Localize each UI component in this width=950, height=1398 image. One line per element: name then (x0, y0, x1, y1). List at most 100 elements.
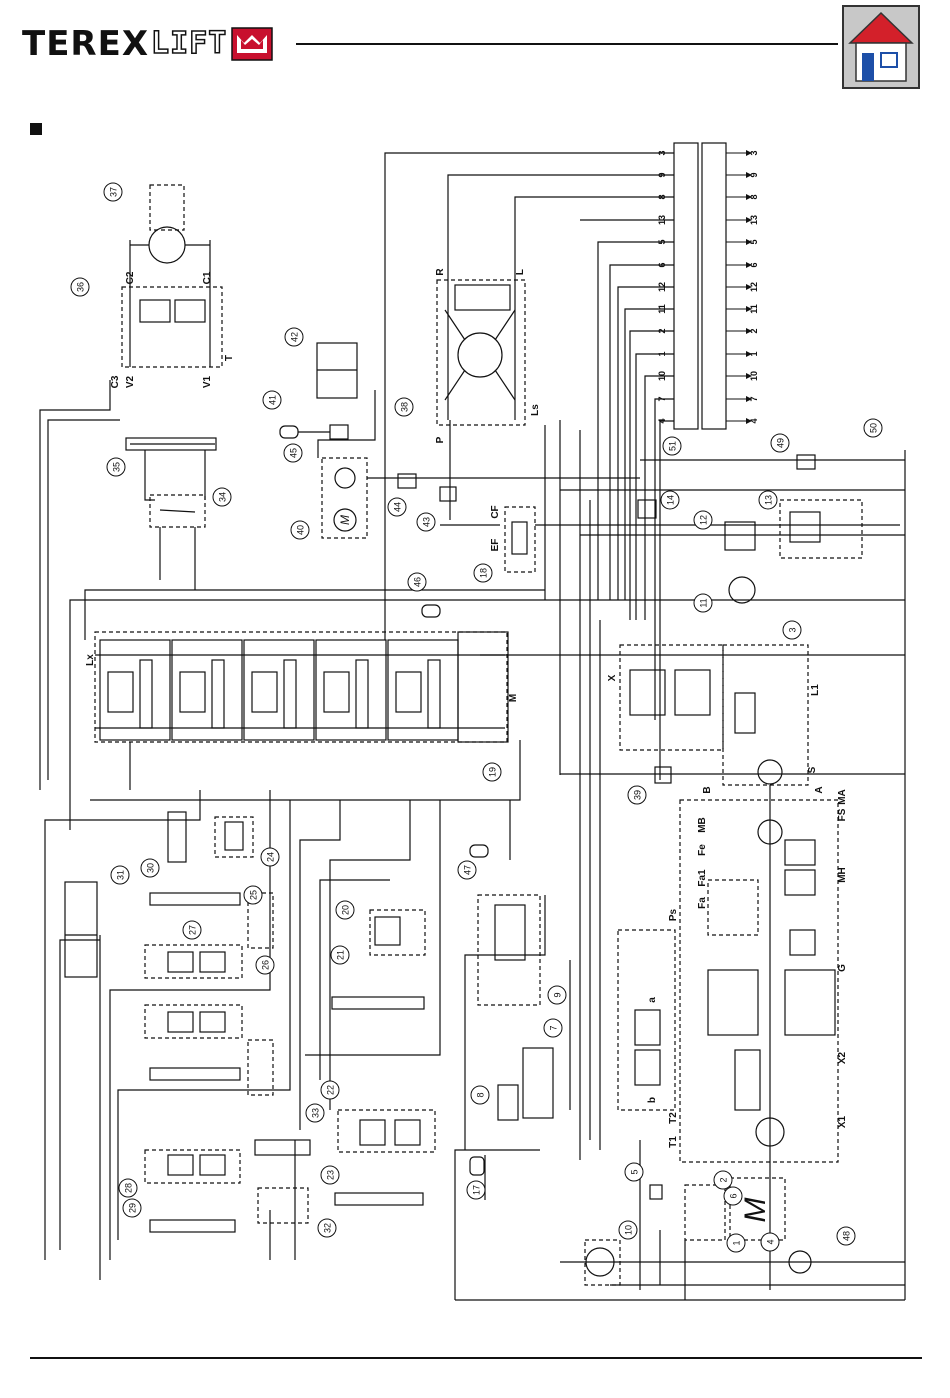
port-label: X (607, 674, 618, 681)
valve-section-1 (99, 639, 171, 741)
header-rule (296, 43, 838, 45)
terminal-arrow-head (746, 217, 752, 223)
terminal-arrow-head (746, 262, 752, 268)
terminal-arrow-head (746, 373, 752, 379)
component-balloon (320, 1080, 340, 1100)
port-label: C2 (125, 271, 136, 284)
port-label: MB (697, 817, 708, 833)
component-number: 31 (116, 870, 126, 880)
component-number: 30 (146, 863, 156, 873)
component-number: 2 (719, 1177, 729, 1182)
terminal-number-left: 1 (657, 351, 667, 356)
component-balloon (305, 1103, 325, 1123)
component-balloon (760, 1232, 780, 1252)
section-bullet (30, 123, 42, 135)
component-number: 11 (699, 598, 709, 607)
component-balloon (70, 277, 90, 297)
terminal-number-left: 8 (657, 194, 667, 199)
terminal-number-right: 1 (749, 351, 759, 356)
terminal-arrow-head (746, 351, 752, 357)
terminal-arrow-head (746, 239, 752, 245)
component-balloon (618, 1220, 638, 1240)
port-label: b (647, 1097, 658, 1103)
component-number: 50 (869, 423, 879, 433)
component-number: 19 (488, 767, 498, 777)
component-balloon (320, 1165, 340, 1185)
component-number: 8 (476, 1092, 486, 1097)
terminal-number-left: 12 (657, 282, 667, 292)
component-number: 32 (323, 1223, 333, 1233)
port-label: Lx (85, 654, 96, 666)
terminal-number-left: 10 (657, 371, 667, 381)
component-balloon (836, 1226, 856, 1246)
terminal-number-left: 9 (657, 172, 667, 177)
component-number: 36 (76, 282, 86, 292)
port-label: T2 (668, 1112, 679, 1124)
component-number: 40 (296, 525, 306, 535)
component-number: 4 (766, 1239, 776, 1244)
component-number: 10 (624, 1225, 634, 1235)
terminal-number-left: 3 (657, 150, 667, 155)
terminal-block-left (673, 142, 699, 430)
terminal-number-right: 12 (749, 282, 759, 292)
port-label: L (515, 269, 526, 275)
terminal-arrow-head (746, 418, 752, 424)
component-balloon (770, 433, 790, 453)
terminal-block-right (701, 142, 727, 430)
motor-symbol-small: M (338, 515, 352, 525)
terminal-number-left: 2 (657, 328, 667, 333)
terminal-number-left: 11 (657, 304, 667, 314)
footer-rule (30, 1357, 922, 1359)
header: TEREX LIFT (0, 0, 950, 110)
component-balloon (693, 510, 713, 530)
port-label: EF (490, 539, 501, 552)
port-label: R (435, 268, 446, 276)
port-label: P (435, 436, 446, 443)
terminal-arrow-head (746, 328, 752, 334)
component-number: 46 (413, 577, 423, 587)
hydraulic-schematic: 1234567891011121314171819202122232425262… (39, 142, 906, 1301)
logo-lift-text: LIFT (150, 25, 228, 62)
component-balloon (543, 1018, 563, 1038)
terminal-number-right: 10 (749, 371, 759, 381)
valve-section-2 (171, 639, 243, 741)
terminal-number-right: 13 (749, 215, 759, 225)
component-number: 47 (463, 865, 473, 875)
component-number: 42 (290, 332, 300, 342)
component-balloon (457, 860, 477, 880)
component-number: 7 (549, 1025, 559, 1030)
terminal-arrow-head (746, 150, 752, 156)
component-number: 39 (633, 790, 643, 800)
terminal-number-left: 5 (657, 239, 667, 244)
port-label: X2 (837, 1051, 848, 1064)
component-number: 45 (289, 448, 299, 458)
terminal-number-right: 4 (749, 418, 759, 423)
component-balloon (547, 985, 567, 1005)
component-balloon (713, 1170, 733, 1190)
home-icon (848, 11, 914, 82)
component-number: 35 (112, 462, 122, 472)
port-label: V1 (202, 375, 213, 388)
component-number: 29 (128, 1203, 138, 1213)
terminal-number-right: 8 (749, 194, 759, 199)
component-number: 14 (666, 495, 676, 505)
component-balloon (723, 1186, 743, 1206)
component-number: 1 (732, 1240, 742, 1245)
component-number: 23 (326, 1170, 336, 1180)
terminal-arrow-head (746, 396, 752, 402)
component-number: 33 (311, 1108, 321, 1118)
component-balloon (122, 1198, 142, 1218)
component-number: 17 (472, 1185, 482, 1195)
component-balloon (284, 327, 304, 347)
component-number: 41 (268, 395, 278, 405)
port-label: L1 (810, 684, 821, 696)
component-balloon (212, 487, 232, 507)
port-label: C3 (110, 375, 121, 388)
component-balloon (416, 512, 436, 532)
home-button[interactable] (842, 5, 920, 89)
component-balloon (283, 443, 303, 463)
terminal-number-right: 3 (749, 150, 759, 155)
component-balloon (110, 865, 130, 885)
component-balloon (103, 182, 123, 202)
terminal-number-right: 7 (749, 396, 759, 401)
